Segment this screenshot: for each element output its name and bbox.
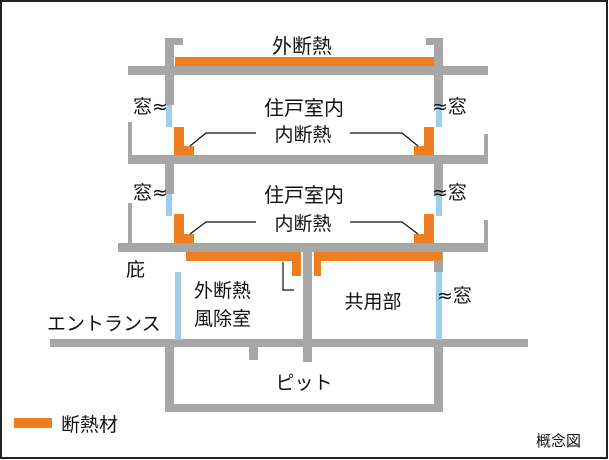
callout-bracket-vestibule bbox=[282, 262, 294, 291]
eave-label: 庇 bbox=[126, 259, 145, 281]
ground-slab bbox=[50, 339, 528, 347]
floor-slab-2 bbox=[118, 243, 488, 252]
wall-right-2 bbox=[434, 164, 443, 194]
windows bbox=[166, 105, 442, 340]
balcony-rail-right-2 bbox=[484, 220, 488, 252]
inner-insulation-label-2: 内断熱 bbox=[274, 213, 331, 235]
labels: 外断熱 住戸室内 内断熱 住戸室内 内断熱 窓≈ ≈窓 窓≈ ≈窓 ≈窓 庇 エ… bbox=[47, 34, 581, 450]
wall-right-1 bbox=[434, 75, 443, 105]
wall-right-3 bbox=[434, 252, 443, 272]
entrance-label: エントランス bbox=[47, 313, 161, 335]
callout-lines bbox=[189, 132, 419, 291]
roof-parapet-left bbox=[165, 38, 174, 68]
insulation-inner-right-2-foot bbox=[414, 234, 434, 243]
callout-line-right-1 bbox=[350, 132, 419, 147]
window-left-upper bbox=[166, 105, 172, 127]
pit-wall-left bbox=[165, 347, 174, 412]
wall-left-2 bbox=[165, 164, 174, 194]
insulation-inner-right-1-foot bbox=[414, 146, 434, 155]
insulation-inner-right-1 bbox=[424, 127, 434, 155]
window-left-middle bbox=[166, 194, 172, 216]
common-area-label: 共用部 bbox=[344, 291, 401, 313]
insulation-inner-left-1 bbox=[174, 127, 184, 155]
concept-note: 概念図 bbox=[536, 432, 581, 450]
window-right-middle-label: ≈窓 bbox=[432, 182, 467, 204]
window-right-upper-label: ≈窓 bbox=[432, 96, 467, 118]
roof-parapet-right bbox=[434, 38, 443, 68]
window-left-upper-label: 窓≈ bbox=[133, 96, 168, 118]
insulation-inner-left-2-foot bbox=[174, 234, 194, 243]
legend-swatch bbox=[14, 418, 52, 428]
window-left-middle-label: 窓≈ bbox=[133, 182, 168, 204]
roof-slab bbox=[128, 66, 488, 75]
inner-insulation-label-1: 内断熱 bbox=[274, 124, 331, 146]
interior-column bbox=[303, 252, 312, 362]
insulation bbox=[14, 57, 442, 428]
window-right-lower bbox=[436, 272, 442, 340]
insulation-inner-right-2 bbox=[424, 214, 434, 243]
legend-label: 断熱材 bbox=[61, 414, 118, 436]
wall-left-1 bbox=[165, 75, 174, 105]
window-right-middle bbox=[436, 194, 442, 216]
outer-insulation-top-label: 外断熱 bbox=[272, 34, 332, 58]
floor-slab-1 bbox=[128, 155, 488, 164]
callout-line-right-2 bbox=[350, 221, 419, 235]
callout-line-left-1 bbox=[189, 132, 256, 147]
insulation-vestibule-drop bbox=[292, 252, 301, 276]
pit-stub bbox=[249, 347, 258, 360]
insulation-vestibule-ceiling bbox=[186, 252, 300, 261]
insulation-inner-left-2 bbox=[174, 214, 184, 243]
roof-parapet-right-cap bbox=[426, 38, 443, 45]
balcony-rail-right-1 bbox=[484, 134, 488, 164]
window-entrance bbox=[175, 272, 181, 340]
insulation-common-ceiling bbox=[314, 252, 442, 261]
dwelling-interior-label-1: 住戸室内 bbox=[264, 96, 344, 120]
dwelling-interior-label-2: 住戸室内 bbox=[264, 183, 344, 207]
window-right-upper bbox=[436, 105, 442, 127]
callout-line-left-2 bbox=[189, 221, 256, 235]
window-right-lower-label: ≈窓 bbox=[437, 285, 472, 307]
structure bbox=[50, 38, 528, 412]
pit-floor bbox=[165, 404, 443, 412]
vestibule-label: 風除室 bbox=[194, 308, 251, 330]
insulation-common-drop bbox=[314, 252, 321, 276]
balcony-rail-left-2 bbox=[128, 203, 132, 249]
pit-wall-right bbox=[434, 347, 443, 412]
outer-insulation-vestibule-label: 外断熱 bbox=[194, 280, 251, 302]
insulation-roof bbox=[175, 57, 434, 66]
roof-parapet-left-cap bbox=[165, 38, 183, 45]
pit-label: ピット bbox=[275, 372, 332, 394]
insulation-inner-left-1-foot bbox=[174, 146, 194, 155]
balcony-rail-left-1 bbox=[128, 122, 132, 164]
